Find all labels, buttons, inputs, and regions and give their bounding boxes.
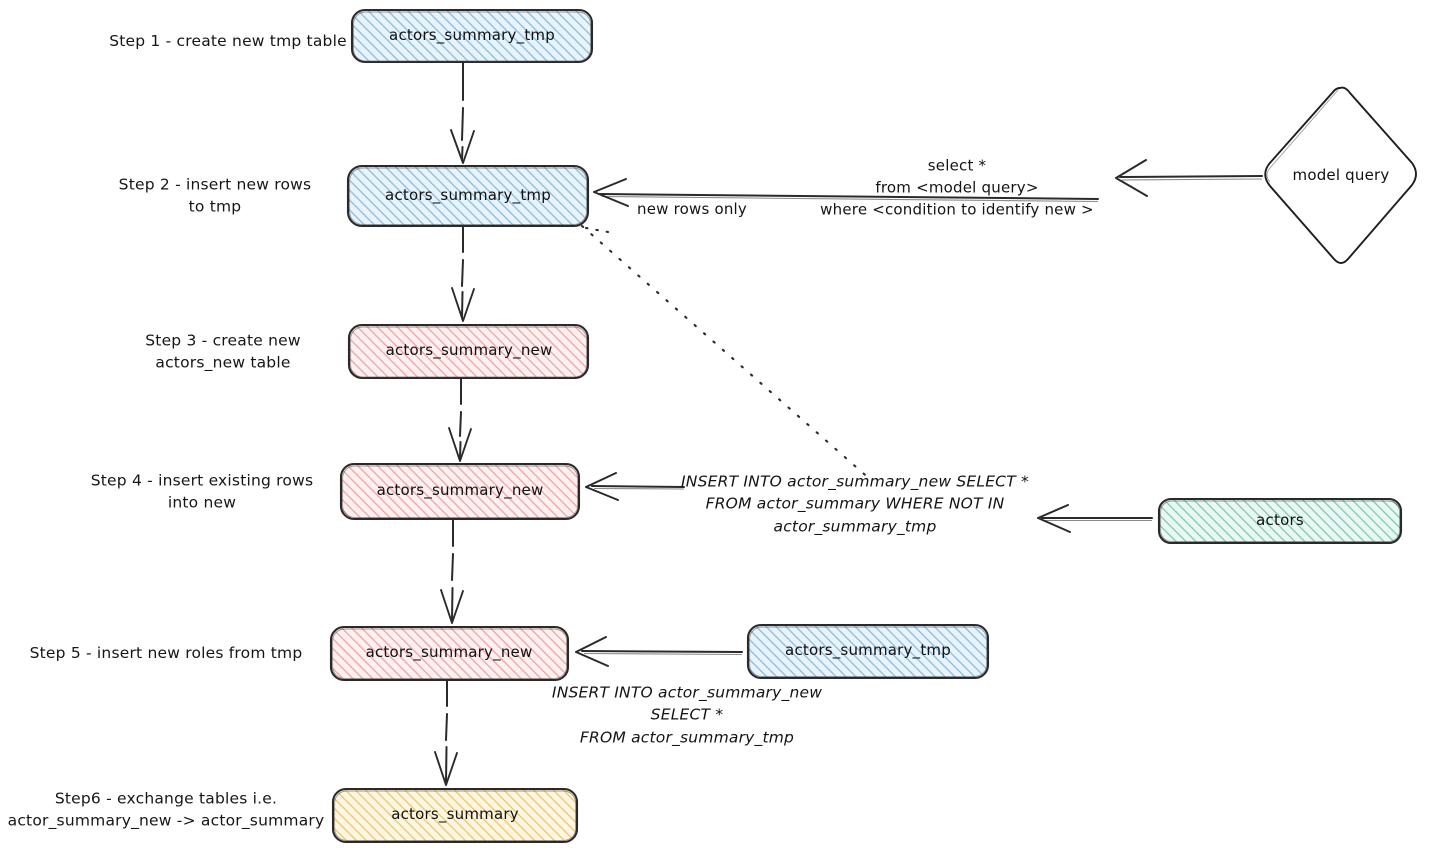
connector-step4sql-to-new4 [585,472,685,501]
node-actors-summary-tmp-step5[interactable] [746,623,990,680]
node-actors-summary-step6[interactable] [331,787,579,844]
node-actors[interactable] [1157,497,1403,545]
connector-tmp1-to-tmp2 [450,61,475,164]
node-actors-summary-new-step4[interactable] [339,462,581,521]
connector-modelquery-to-tmp2 [593,159,1263,207]
node-actors-summary-tmp-step2[interactable] [346,164,590,228]
node-actors-summary-tmp-step1[interactable] [350,8,594,64]
connector-new3-to-new4 [448,377,472,462]
connector-new4-to-new5 [440,518,464,624]
node-actors-summary-new-step3[interactable] [347,323,590,380]
connector-tmp2-to-new3 [451,225,475,322]
connector-new5-to-summary6 [434,679,458,786]
node-actors-summary-new-step5[interactable] [329,625,570,682]
node-model-query-diamond[interactable] [1264,86,1417,264]
connector-actors-to-step4sql [1037,504,1153,533]
connector-tmp2-dotted-to-step4sql [580,224,874,483]
connector-tmp5-to-new5 [575,636,743,667]
